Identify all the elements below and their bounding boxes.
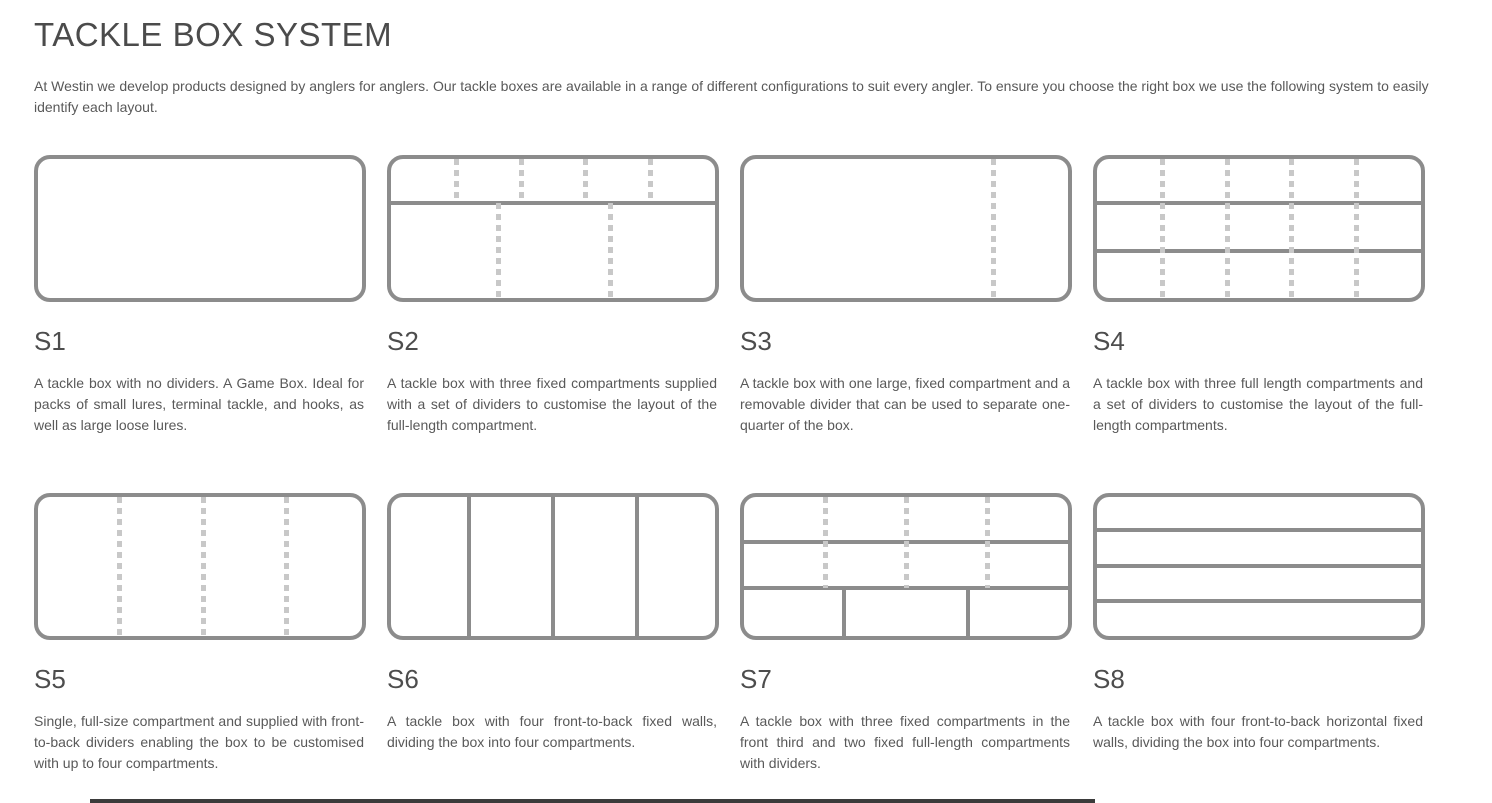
tackle-box-card-s8: S8 A tackle box with four front-to-back … [1093,493,1425,774]
dashed-divider [1289,159,1295,298]
solid-wall [744,586,1068,591]
tackle-box-card-s2: S2 A tackle box with three fixed compart… [387,155,719,493]
tackle-box-card-s4: S4 A tackle box with three full length c… [1093,155,1425,493]
dashed-divider [518,159,524,204]
tackle-box-diagram-s7 [740,493,1072,640]
box-description-s8: A tackle box with four front-to-back hor… [1093,713,1423,750]
box-label-s2: S2 [387,326,419,356]
dashed-divider [583,159,589,204]
dashed-divider [991,159,997,298]
footer-bar [90,799,1095,803]
dashed-divider [1159,159,1165,298]
dashed-divider [985,497,990,589]
dashed-divider [607,203,613,298]
box-description-s6: A tackle box with four front-to-back fix… [387,713,717,750]
box-label-s5: S5 [34,664,66,694]
tackle-box-card-s1: S1 A tackle box with no dividers. A Game… [34,155,366,493]
dashed-divider [201,497,207,636]
box-label-s3: S3 [740,326,772,356]
tackle-box-card-s7: S7 A tackle box with three fixed compart… [740,493,1072,774]
box-description-s3: A tackle box with one large, fixed compa… [740,375,1070,433]
dashed-divider [823,497,828,589]
tackle-box-diagram-s2 [387,155,719,302]
dashed-divider [648,159,654,204]
page-title: TACKLE BOX SYSTEM [34,16,393,53]
box-description-s1: A tackle box with no dividers. A Game Bo… [34,375,364,433]
box-description-s4: A tackle box with three full length comp… [1093,375,1423,433]
box-description-s7: A tackle box with three fixed compartmen… [740,713,1070,771]
tackle-box-diagram-s4 [1093,155,1425,302]
tackle-box-diagram-s3 [740,155,1072,302]
box-label-s7: S7 [740,664,772,694]
tackle-box-diagram-s6 [387,493,719,640]
solid-wall [1097,248,1421,253]
tackle-box-card-s5: S5 Single, full-size compartment and sup… [34,493,366,774]
dashed-divider [495,203,501,298]
tackle-box-card-s6: S6 A tackle box with four front-to-back … [387,493,719,774]
dashed-divider [904,497,909,589]
solid-wall [842,588,847,636]
box-description-s5: Single, full-size compartment and suppli… [34,713,364,771]
tackle-box-card-s3: S3 A tackle box with one large, fixed co… [740,155,1072,493]
main-content: TACKLE BOX SYSTEM At Westin we develop p… [34,16,1460,774]
dashed-divider [453,159,459,204]
box-label-s8: S8 [1093,664,1125,694]
solid-wall [466,497,471,636]
solid-wall [1097,201,1421,206]
box-label-s1: S1 [34,326,66,356]
solid-wall [391,201,715,206]
box-label-s6: S6 [387,664,419,694]
box-label-s4: S4 [1093,326,1125,356]
solid-wall [965,588,970,636]
solid-wall [1097,599,1421,604]
dashed-divider [283,497,289,636]
solid-wall [1097,527,1421,532]
solid-wall [635,497,640,636]
solid-wall [1097,563,1421,568]
box-description-s2: A tackle box with three fixed compartmen… [387,375,717,433]
dashed-divider [117,497,122,636]
tackle-box-grid: S1 A tackle box with no dividers. A Game… [34,155,1460,774]
tackle-box-diagram-s8 [1093,493,1425,640]
dashed-divider [1224,159,1230,298]
dashed-divider [1354,159,1360,298]
tackle-box-diagram-s5 [34,493,366,640]
solid-wall [551,497,555,636]
intro-text: At Westin we develop products designed b… [34,78,1429,115]
tackle-box-diagram-s1 [34,155,366,302]
